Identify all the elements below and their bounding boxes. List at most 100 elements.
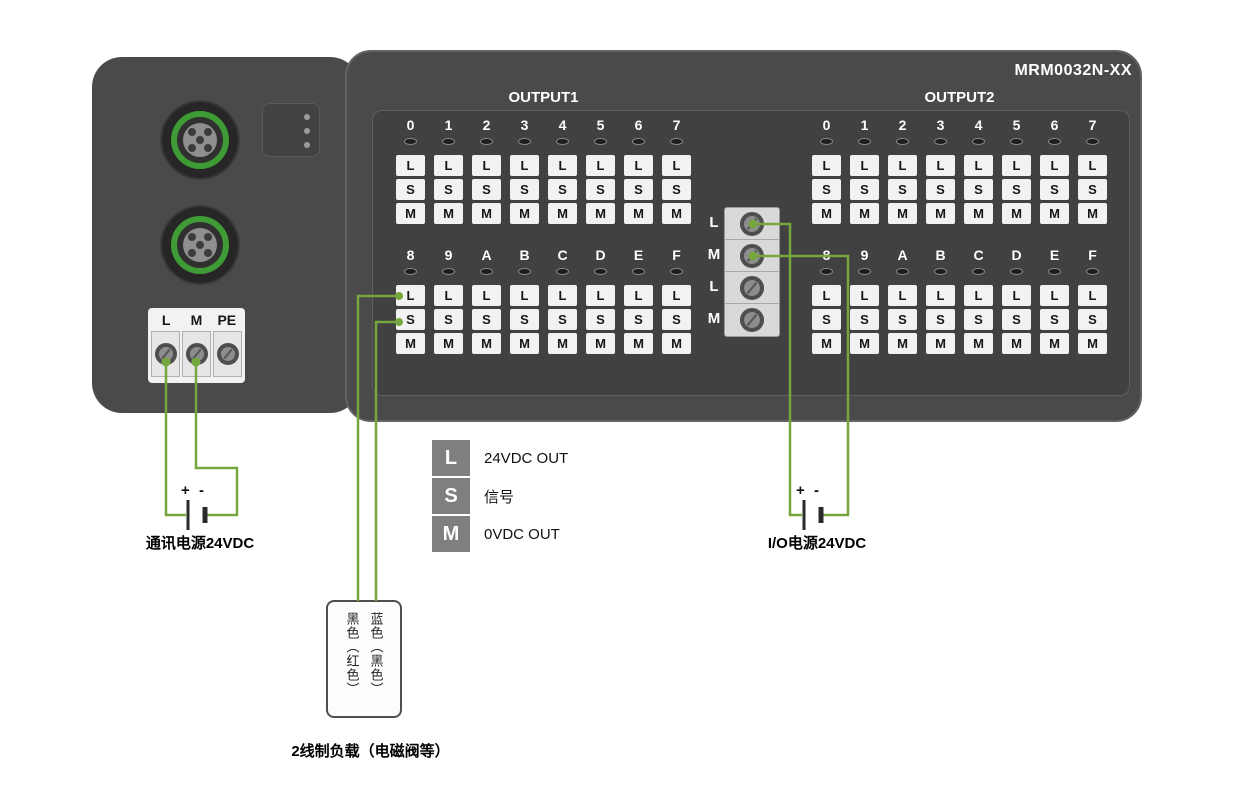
m12-green-ring (171, 216, 229, 274)
io-terminal-cell (725, 240, 779, 272)
terminal-s-box: S (434, 309, 463, 330)
screw-terminal-icon (740, 308, 764, 332)
channel-led-icon (1086, 138, 1099, 145)
legend-key-s: S (432, 478, 470, 514)
output1-label: OUTPUT1 (508, 89, 579, 106)
terminal-m-box: M (964, 333, 993, 354)
terminal-l-box: L (586, 155, 615, 176)
io-terminal-cell (725, 272, 779, 304)
channel-led-icon (632, 268, 645, 275)
channel-number: 8 (406, 247, 415, 263)
terminal-s-box: S (1002, 179, 1031, 200)
m12-pin-face (183, 123, 217, 157)
channel-led-icon (1010, 268, 1023, 275)
model-label: MRM0032N-XX (1014, 62, 1132, 79)
terminal-m-box: M (1002, 333, 1031, 354)
terminal-l-box: L (888, 155, 917, 176)
legend-row: L 24VDC OUT (432, 440, 568, 476)
terminal-l-box: L (472, 155, 501, 176)
channel-number: 1 (860, 117, 869, 133)
m12-connector-top (162, 102, 238, 178)
terminal-m-box: M (926, 203, 955, 224)
legend-label: 信号 (484, 488, 515, 506)
terminal-m-box: M (472, 203, 501, 224)
channel-led-icon (934, 268, 947, 275)
comm-power-caption: 通讯电源24VDC (145, 535, 255, 552)
led-indicator-icon (304, 114, 310, 120)
led-indicator-icon (304, 128, 310, 134)
terminal-m-box: M (510, 203, 539, 224)
channel-led-icon (518, 138, 531, 145)
terminal-l-box: L (888, 285, 917, 306)
channel-number: 9 (860, 247, 869, 263)
legend-key-l: L (432, 440, 470, 476)
terminal-s-box: S (1078, 179, 1107, 200)
terminal-m-box: M (812, 333, 841, 354)
terminal-m-box: M (510, 333, 539, 354)
terminal-l-box: L (850, 155, 879, 176)
connector-pin (196, 136, 204, 144)
m12-green-ring (171, 111, 229, 169)
screw-terminal-icon (740, 211, 764, 236)
channel-number: 7 (672, 117, 681, 133)
two-wire-load-box: 黑色（红色） 蓝色（黑色） (326, 600, 402, 718)
terminal-l-box: L (964, 285, 993, 306)
connector-pin (188, 249, 196, 257)
status-led-block (262, 103, 320, 157)
io-power-plus-sign: + (796, 482, 805, 499)
comm-terminal-cell (151, 331, 180, 377)
terminal-l-box: L (510, 155, 539, 176)
channel-led-icon (556, 268, 569, 275)
legend-label: 24VDC OUT (484, 449, 569, 467)
channel-led-icon (442, 268, 455, 275)
channel-led-icon (972, 268, 985, 275)
channel-led-icon (1086, 268, 1099, 275)
terminal-l-box: L (396, 285, 425, 306)
channel-number: E (633, 247, 644, 263)
terminal-s-box: S (472, 309, 501, 330)
terminal-l-box: L (1078, 155, 1107, 176)
channel-led-icon (480, 268, 493, 275)
terminal-s-box: S (1002, 309, 1031, 330)
channel-led-icon (1048, 138, 1061, 145)
terminal-s-box: S (624, 179, 653, 200)
connector-pin (204, 128, 212, 136)
channel-number: 2 (898, 117, 907, 133)
terminal-s-box: S (888, 179, 917, 200)
connector-pin (188, 233, 196, 241)
terminal-s-box: S (1040, 309, 1069, 330)
terminal-l-box: L (1040, 285, 1069, 306)
io-terminal-letter: M (707, 310, 721, 327)
terminal-m-box: M (548, 203, 577, 224)
io-terminal-strip (724, 207, 780, 337)
channel-number: 3 (520, 117, 529, 133)
channel-led-icon (896, 268, 909, 275)
terminal-l-box: L (662, 155, 691, 176)
terminal-m-box: M (662, 333, 691, 354)
comm-terminal-letter: L (161, 312, 171, 328)
terminal-m-box: M (396, 203, 425, 224)
terminal-s-box: S (510, 309, 539, 330)
terminal-s-box: S (926, 309, 955, 330)
io-terminal-cell (725, 304, 779, 336)
channel-number: C (973, 247, 984, 263)
channel-number: D (1011, 247, 1022, 263)
channel-number: 3 (936, 117, 945, 133)
